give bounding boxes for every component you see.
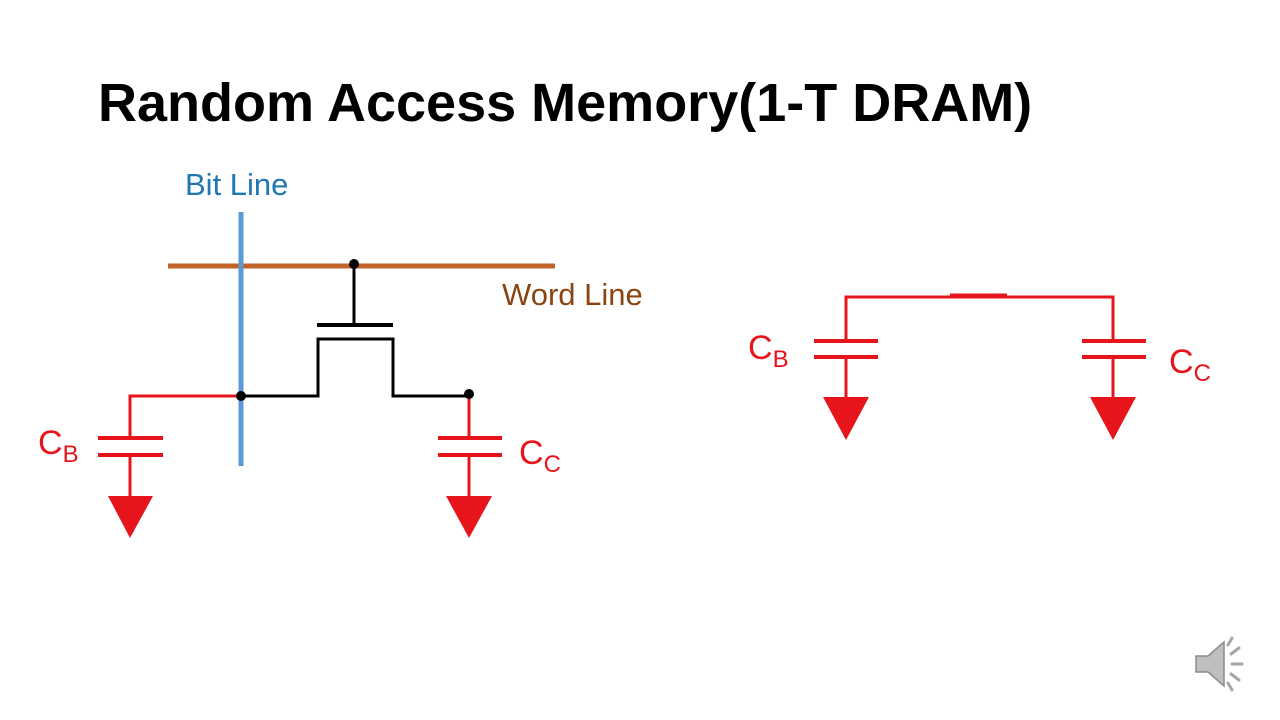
cb-wire (128, 394, 241, 437)
slide-title: Random Access Memory(1-T DRAM) (98, 73, 1033, 133)
junction-cc (464, 389, 474, 399)
cc-ground-arrow (446, 496, 492, 538)
equiv-cc-ground-arrow (1090, 397, 1136, 440)
word-line-label: Word Line (502, 277, 643, 312)
transistor-channel (243, 337, 469, 398)
speaker-icon[interactable] (1192, 632, 1256, 696)
cc-label-right: CC (1169, 343, 1211, 387)
equiv-cb-ground-arrow (823, 397, 869, 440)
cb-label-left: CB (38, 424, 79, 468)
bit-line-label: Bit Line (185, 167, 288, 202)
junction-gate (349, 259, 359, 269)
cc-label-left: CC (519, 434, 561, 478)
cb-ground-arrow (108, 496, 153, 538)
junction-bitline (236, 391, 246, 401)
cb-label-right: CB (748, 329, 789, 373)
equiv-wire (844, 295, 1115, 340)
